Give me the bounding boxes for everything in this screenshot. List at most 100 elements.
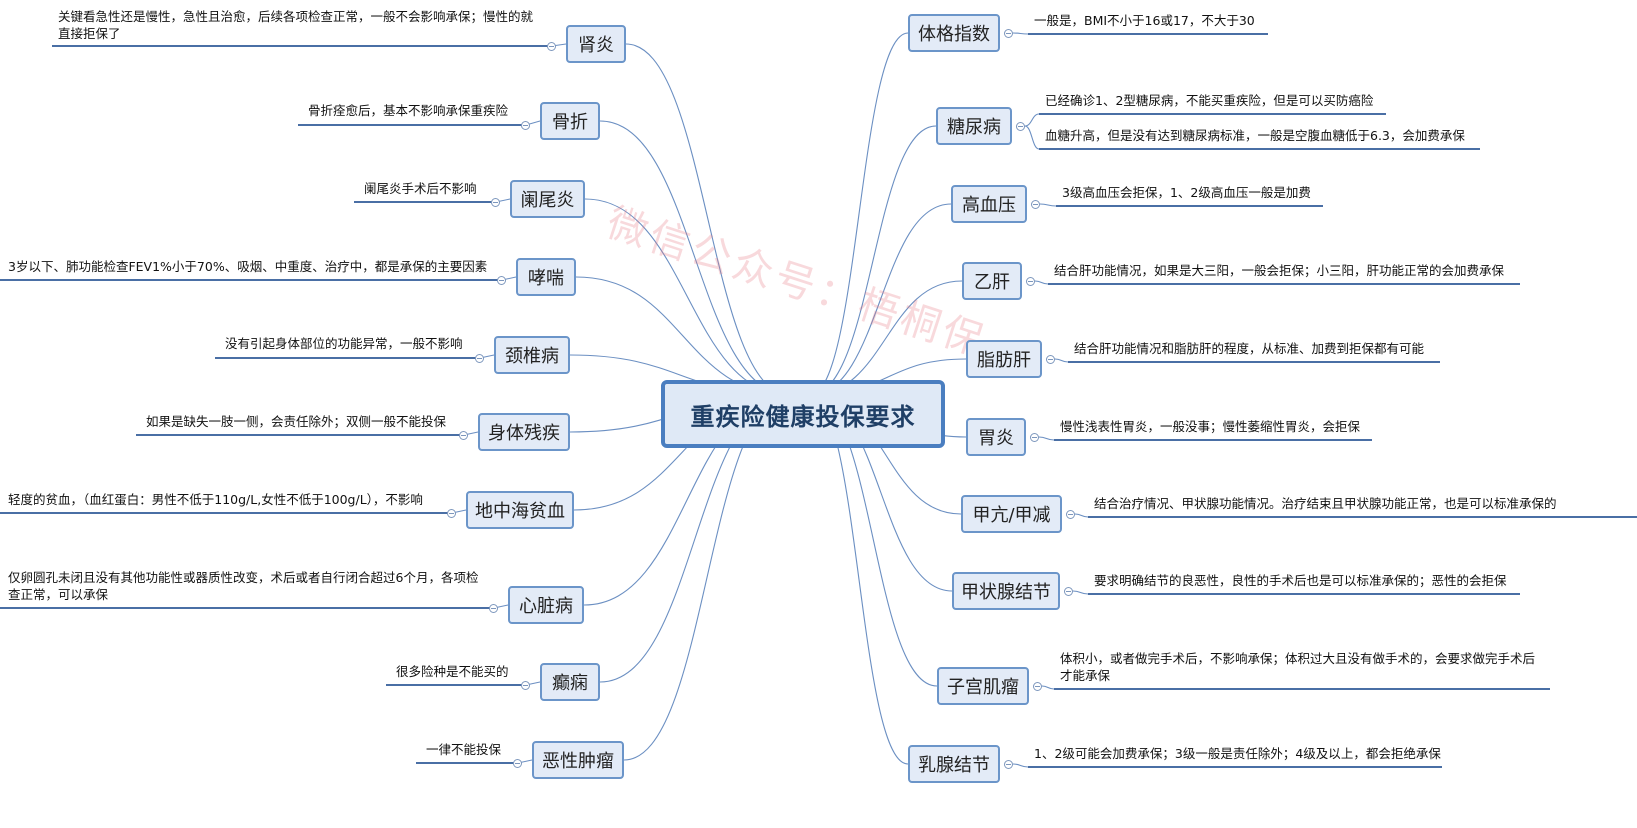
- connector-bmi: [809, 32, 909, 396]
- branch-node-heart[interactable]: 心脏病: [508, 586, 584, 624]
- collapse-toggle-icon[interactable]: [513, 759, 522, 768]
- leaf-line: 没有引起身体部位的功能异常，一般不影响: [225, 336, 463, 351]
- leaf-text-myoma: 体积小，或者做完手术后，不影响承保；体积过大且没有做手术的，会要求做完手术后才能…: [1060, 650, 1550, 684]
- leaf-underline-hepb: [1048, 283, 1520, 285]
- branch-node-asthma[interactable]: 哮喘: [516, 258, 576, 296]
- leaf-underline-nodule: [1088, 593, 1520, 595]
- branch-node-gastritis[interactable]: 胃炎: [966, 418, 1026, 456]
- leaf-text-fracture: 骨折痊愈后，基本不影响承保重疾险: [308, 102, 516, 119]
- leaf-text-cervical: 没有引起身体部位的功能异常，一般不影响: [225, 335, 470, 352]
- leaf-line: 1、2级可能会加费承保；3级一般是责任除外；4级及以上，都会拒绝承保: [1034, 746, 1441, 761]
- leaf-underline-thalassemia: [0, 512, 452, 514]
- leaf-underline-thyroid: [1088, 516, 1637, 518]
- leaf-link-hypertension: [1039, 203, 1057, 207]
- leaf-text-bmi: 一般是，BMI不小于16或17，不大于30: [1034, 12, 1268, 29]
- collapse-toggle-icon[interactable]: [1016, 122, 1025, 131]
- leaf-line: 关键看急性还是慢性，急性且治愈，后续各项检查正常，一般不会影响承保；慢性的就: [58, 9, 534, 24]
- leaf-underline-fattyliver: [1068, 361, 1440, 363]
- collapse-toggle-icon[interactable]: [1026, 277, 1035, 286]
- leaf-line: 一律不能投保: [426, 742, 502, 757]
- leaf-link-thyroid: [1074, 513, 1089, 518]
- leaf-link-nodule: [1072, 590, 1089, 595]
- leaf-underline-bmi: [1028, 33, 1268, 35]
- leaf-underline-epilepsy: [386, 684, 526, 686]
- branch-node-appendicitis[interactable]: 阑尾炎: [510, 180, 585, 218]
- collapse-toggle-icon[interactable]: [1004, 29, 1013, 38]
- leaf-text-diabetes: 血糖升高，但是没有达到糖尿病标准，一般是空腹血糖低于6.3，会加费承保: [1045, 127, 1480, 144]
- leaf-text-asthma: 3岁以下、肺功能检查FEV1%小于70%、吸烟、中重度、治疗中，都是承保的主要因…: [8, 258, 492, 275]
- leaf-underline-hypertension: [1056, 205, 1323, 207]
- collapse-toggle-icon[interactable]: [1066, 510, 1075, 519]
- leaf-underline-cervical: [215, 357, 480, 359]
- leaf-underline-asthma: [0, 279, 502, 281]
- branch-node-nodule[interactable]: 甲状腺结节: [952, 572, 1060, 610]
- branch-node-kidney[interactable]: 肾炎: [566, 25, 626, 63]
- leaf-line: 如果是缺失一肢一侧，会责任除外；双侧一般不能投保: [146, 414, 447, 429]
- leaf-line: 结合治疗情况、甲状腺功能情况。治疗结束且甲状腺功能正常，也是可以标准承保的: [1094, 496, 1557, 511]
- branch-node-epilepsy[interactable]: 癫痫: [540, 663, 600, 701]
- collapse-toggle-icon[interactable]: [1064, 587, 1073, 596]
- leaf-line: 已经确诊1、2型糖尿病，不能买重疾险，但是可以买防癌险: [1045, 93, 1374, 108]
- leaf-text-hypertension: 3级高血压会拒保，1、2级高血压一般是加费: [1062, 184, 1323, 201]
- leaf-text-diabetes: 已经确诊1、2型糖尿病，不能买重疾险，但是可以买防癌险: [1045, 92, 1386, 109]
- leaf-line: 结合肝功能情况，如果是大三阳，一般会拒保；小三阳，肝功能正常的会加费承保: [1054, 263, 1505, 278]
- leaf-line: 3级高血压会拒保，1、2级高血压一般是加费: [1062, 185, 1311, 200]
- leaf-link-breast: [1012, 763, 1029, 768]
- branch-node-thalassemia[interactable]: 地中海贫血: [466, 491, 574, 529]
- collapse-toggle-icon[interactable]: [547, 42, 556, 51]
- leaf-line: 体积小，或者做完手术后，不影响承保；体积过大且没有做手术的，会要求做完手术后: [1060, 651, 1536, 666]
- collapse-toggle-icon[interactable]: [491, 198, 500, 207]
- central-topic[interactable]: 重疾险健康投保要求: [661, 380, 945, 448]
- leaf-line: 很多险种是不能买的: [396, 664, 509, 679]
- branch-node-disability[interactable]: 身体残疾: [478, 413, 570, 451]
- collapse-toggle-icon[interactable]: [521, 681, 530, 690]
- branch-node-bmi[interactable]: 体格指数: [908, 14, 1000, 52]
- branch-node-myoma[interactable]: 子宫肌瘤: [937, 667, 1029, 705]
- branch-node-hypertension[interactable]: 高血压: [951, 185, 1027, 223]
- collapse-toggle-icon[interactable]: [1046, 355, 1055, 364]
- leaf-underline-appendicitis: [354, 201, 496, 203]
- collapse-toggle-icon[interactable]: [1004, 760, 1013, 769]
- leaf-text-nodule: 要求明确结节的良恶性，良性的手术后也是可以标准承保的；恶性的会拒保: [1094, 572, 1520, 589]
- branch-node-fattyliver[interactable]: 脂肪肝: [966, 340, 1042, 378]
- leaf-link-diabetes: [1024, 113, 1040, 127]
- leaf-line: 才能承保: [1060, 668, 1111, 683]
- leaf-line: 轻度的贫血，（血红蛋白：男性不低于110g/L,女性不低于100g/L），不影响: [8, 492, 423, 507]
- collapse-toggle-icon[interactable]: [521, 121, 530, 130]
- leaf-line: 慢性浅表性胃炎，一般没事；慢性萎缩性胃炎，会拒保: [1060, 419, 1361, 434]
- collapse-toggle-icon[interactable]: [497, 276, 506, 285]
- leaf-link-gastritis: [1038, 436, 1055, 441]
- collapse-toggle-icon[interactable]: [489, 604, 498, 613]
- leaf-underline-kidney: [52, 45, 552, 47]
- leaf-text-appendicitis: 阑尾炎手术后不影响: [364, 180, 486, 197]
- leaf-underline-gastritis: [1054, 439, 1372, 441]
- collapse-toggle-icon[interactable]: [459, 431, 468, 440]
- connector-tumor: [623, 394, 791, 761]
- collapse-toggle-icon[interactable]: [475, 354, 484, 363]
- collapse-toggle-icon[interactable]: [447, 509, 456, 518]
- leaf-link-hepb: [1034, 280, 1049, 285]
- leaf-line: 3岁以下、肺功能检查FEV1%小于70%、吸烟、中重度、治疗中，都是承保的主要因…: [8, 259, 488, 274]
- leaf-text-thalassemia: 轻度的贫血，（血红蛋白：男性不低于110g/L,女性不低于100g/L），不影响: [8, 491, 442, 508]
- leaf-underline-breast: [1028, 766, 1442, 768]
- collapse-toggle-icon[interactable]: [1030, 433, 1039, 442]
- branch-node-hepb[interactable]: 乙肝: [962, 262, 1022, 300]
- leaf-underline-diabetes: [1039, 113, 1386, 115]
- leaf-line: 查正常，可以承保: [8, 587, 109, 602]
- collapse-toggle-icon[interactable]: [1033, 682, 1042, 691]
- branch-node-thyroid[interactable]: 甲亢/甲减: [961, 495, 1062, 533]
- leaf-underline-diabetes: [1039, 148, 1480, 150]
- leaf-underline-disability: [136, 434, 464, 436]
- leaf-text-hepb: 结合肝功能情况，如果是大三阳，一般会拒保；小三阳，肝功能正常的会加费承保: [1054, 262, 1520, 279]
- leaf-line: 血糖升高，但是没有达到糖尿病标准，一般是空腹血糖低于6.3，会加费承保: [1045, 128, 1465, 143]
- branch-node-breast[interactable]: 乳腺结节: [908, 745, 1000, 783]
- collapse-toggle-icon[interactable]: [1031, 200, 1040, 209]
- leaf-text-fattyliver: 结合肝功能情况和脂肪肝的程度，从标准、加费到拒保都有可能: [1074, 340, 1440, 357]
- branch-node-diabetes[interactable]: 糖尿病: [936, 107, 1012, 145]
- leaf-line: 阑尾炎手术后不影响: [364, 181, 477, 196]
- branch-node-fracture[interactable]: 骨折: [540, 102, 600, 140]
- branch-node-cervical[interactable]: 颈椎病: [494, 336, 570, 374]
- leaf-underline-tumor: [416, 762, 518, 764]
- leaf-line: 骨折痊愈后，基本不影响承保重疾险: [308, 103, 509, 118]
- branch-node-tumor[interactable]: 恶性肿瘤: [532, 741, 624, 779]
